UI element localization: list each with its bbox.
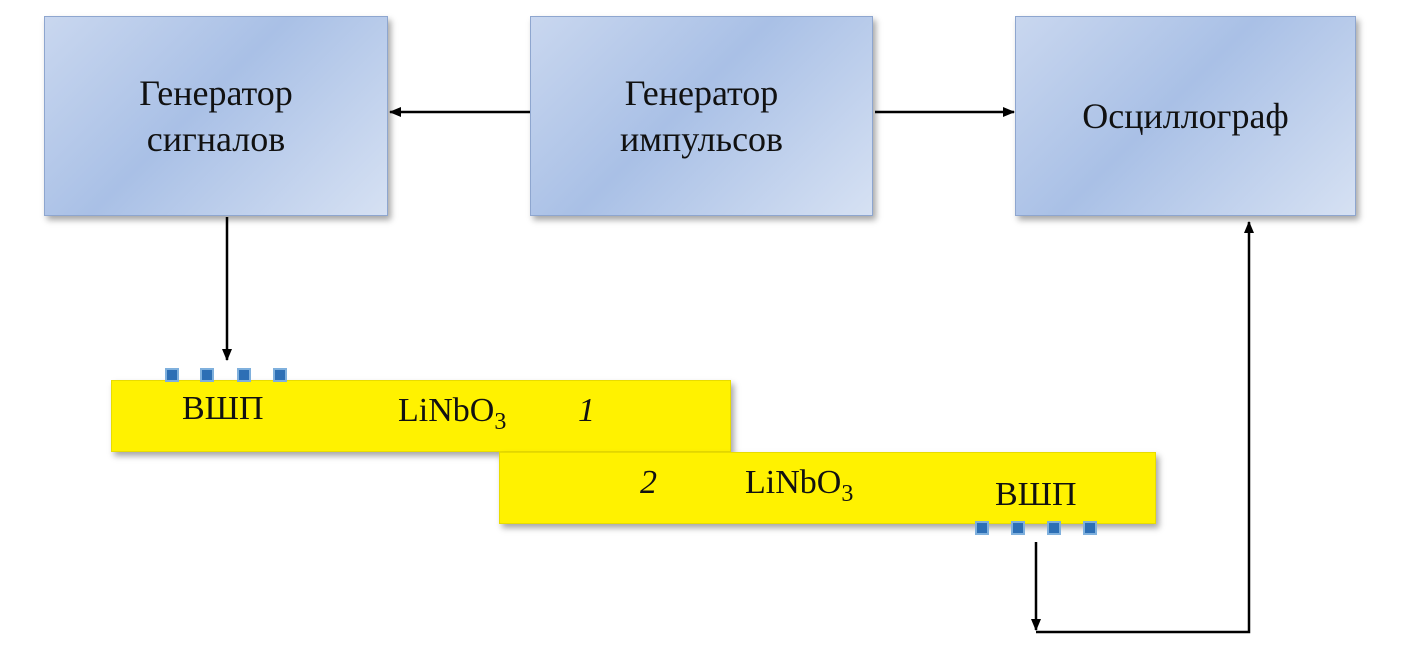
material-label-1: LiNbO3	[398, 392, 506, 436]
signal-generator-line1: Генератор	[139, 73, 293, 113]
linbo3-plate-1	[111, 380, 731, 452]
oscilloscope-label: Осциллограф	[1082, 96, 1289, 136]
oscilloscope-block: Осциллограф	[1015, 16, 1356, 216]
linbo3-plate-2	[499, 452, 1156, 524]
material-subscript-1: 3	[494, 408, 507, 435]
material-subscript-2: 3	[841, 480, 854, 507]
pulse-generator-line1: Генератор	[624, 73, 779, 113]
signal-generator-line2: сигналов	[146, 119, 286, 159]
plate-number-1: 1	[578, 392, 595, 429]
material-text-2: LiNbO	[745, 464, 842, 501]
plate-number-2: 2	[640, 464, 657, 501]
signal-generator-block: Генератор сигналов	[44, 16, 388, 216]
idt1-electrode	[200, 368, 214, 382]
idt2-electrode	[975, 521, 989, 535]
idt1-electrode	[237, 368, 251, 382]
material-label-2: LiNbO3	[745, 464, 853, 508]
idt2-electrode	[1011, 521, 1025, 535]
pulse-generator-line2: импульсов	[619, 119, 784, 159]
idt-label-2: ВШП	[995, 476, 1077, 513]
idt2-electrode	[1047, 521, 1061, 535]
idt1-electrode	[165, 368, 179, 382]
wire-return-to-oscilloscope	[1036, 221, 1254, 634]
idt1-electrode	[273, 368, 287, 382]
idt2-electrode	[1083, 521, 1097, 535]
material-text-1: LiNbO	[398, 392, 495, 429]
pulse-generator-block: Генератор импульсов	[530, 16, 873, 216]
idt-label-1: ВШП	[182, 390, 264, 427]
